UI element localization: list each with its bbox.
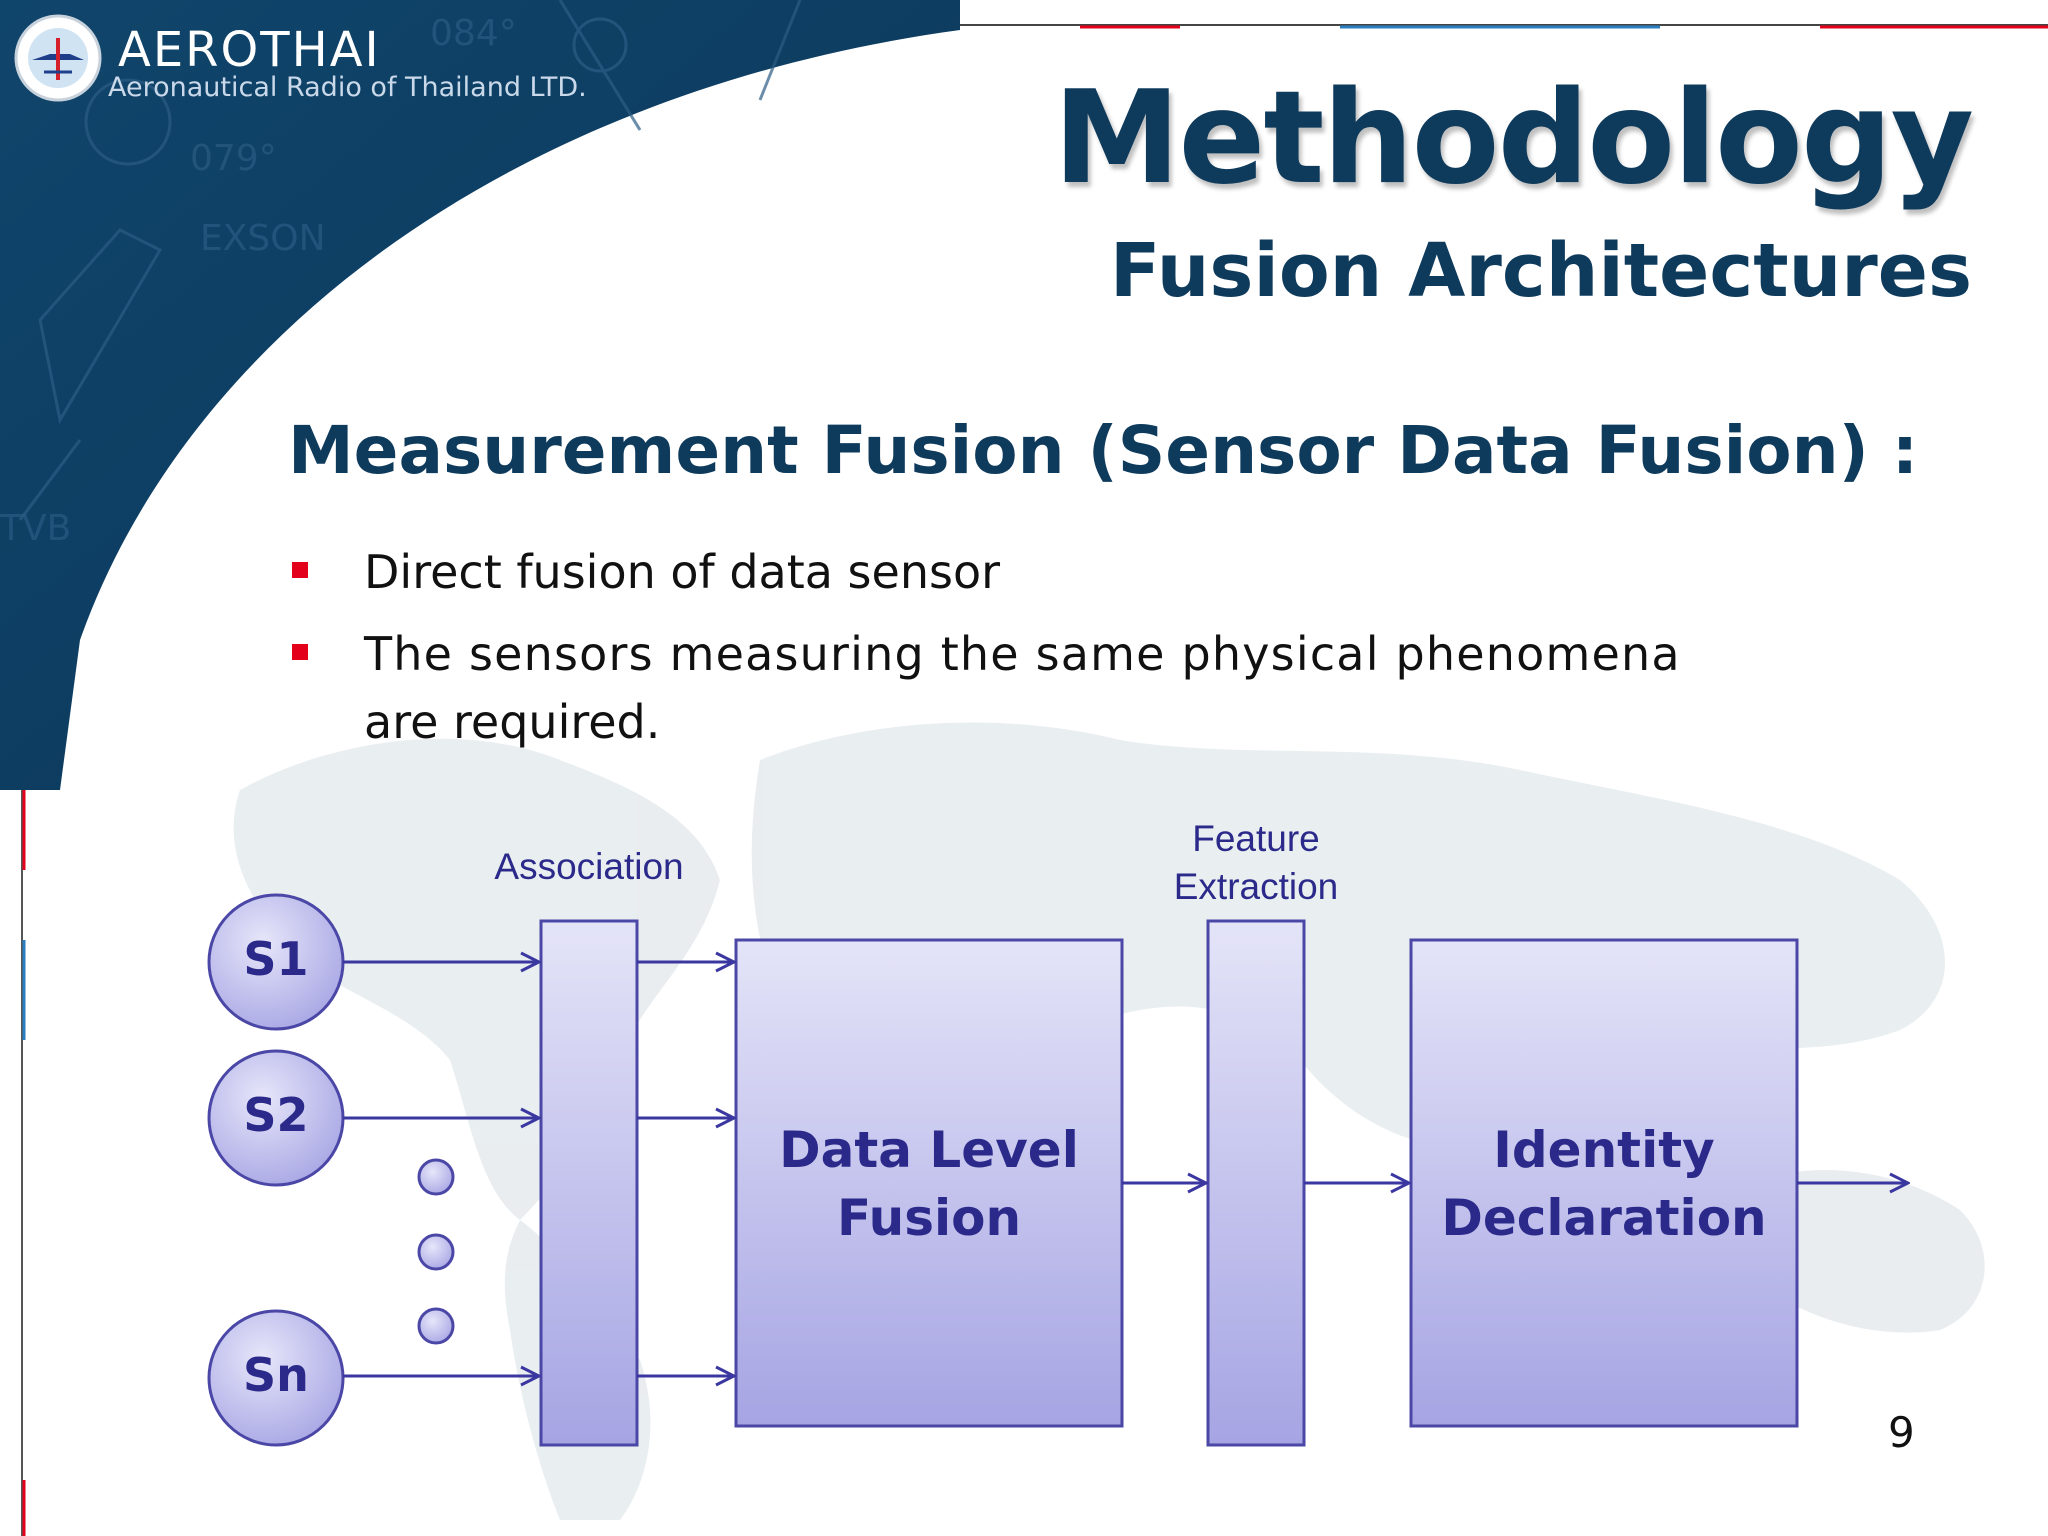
sensor-s1-label: S1 bbox=[243, 932, 309, 986]
feature-extraction-label-line1: Feature bbox=[1192, 818, 1320, 859]
bullet-text-2-cont: are required. bbox=[364, 695, 661, 749]
data-level-fusion-label-line2: Fusion bbox=[836, 1189, 1022, 1247]
identity-declaration-label-line1: Identity bbox=[1493, 1121, 1715, 1179]
svg-text:084°: 084° bbox=[430, 13, 517, 54]
association-bar bbox=[539, 919, 639, 1447]
slide-title: Methodology bbox=[1053, 64, 1974, 213]
data-level-fusion-label-line1: Data Level bbox=[779, 1121, 1079, 1179]
bullet-marker-1 bbox=[292, 562, 308, 578]
bullet-text-2: The sensors measuring the same physical … bbox=[364, 627, 1681, 681]
slide-subtitle: Fusion Architectures bbox=[1109, 228, 1972, 314]
sensor-s2-label: S2 bbox=[243, 1088, 309, 1142]
bullet-marker-2 bbox=[292, 644, 308, 660]
sensor-sn bbox=[207, 1309, 345, 1447]
page-number: 9 bbox=[1888, 1408, 1915, 1457]
feature-extraction-bar bbox=[1206, 919, 1306, 1447]
svg-text:079°: 079° bbox=[190, 138, 277, 179]
svg-text:EXSON: EXSON bbox=[200, 218, 326, 259]
association-label: Association bbox=[494, 846, 684, 887]
data-level-fusion-box bbox=[734, 938, 1124, 1428]
ellipsis-dot-3 bbox=[417, 1307, 455, 1345]
ellipsis-dot-1 bbox=[417, 1158, 455, 1196]
svg-text:TVB: TVB bbox=[0, 508, 71, 549]
identity-declaration-box bbox=[1409, 938, 1799, 1428]
ellipsis-dot-2 bbox=[417, 1233, 455, 1271]
brand-name: AEROTHAI bbox=[118, 22, 381, 78]
brand-subtitle: Aeronautical Radio of Thailand LTD. bbox=[108, 72, 587, 103]
identity-declaration-label-line2: Declaration bbox=[1441, 1189, 1767, 1247]
feature-extraction-label-line2: Extraction bbox=[1173, 866, 1339, 907]
bullet-text-1: Direct fusion of data sensor bbox=[364, 545, 1001, 599]
aerothai-logo-icon bbox=[14, 14, 102, 102]
sensor-sn-label: Sn bbox=[243, 1348, 309, 1402]
section-heading: Measurement Fusion (Sensor Data Fusion) … bbox=[288, 412, 1919, 489]
